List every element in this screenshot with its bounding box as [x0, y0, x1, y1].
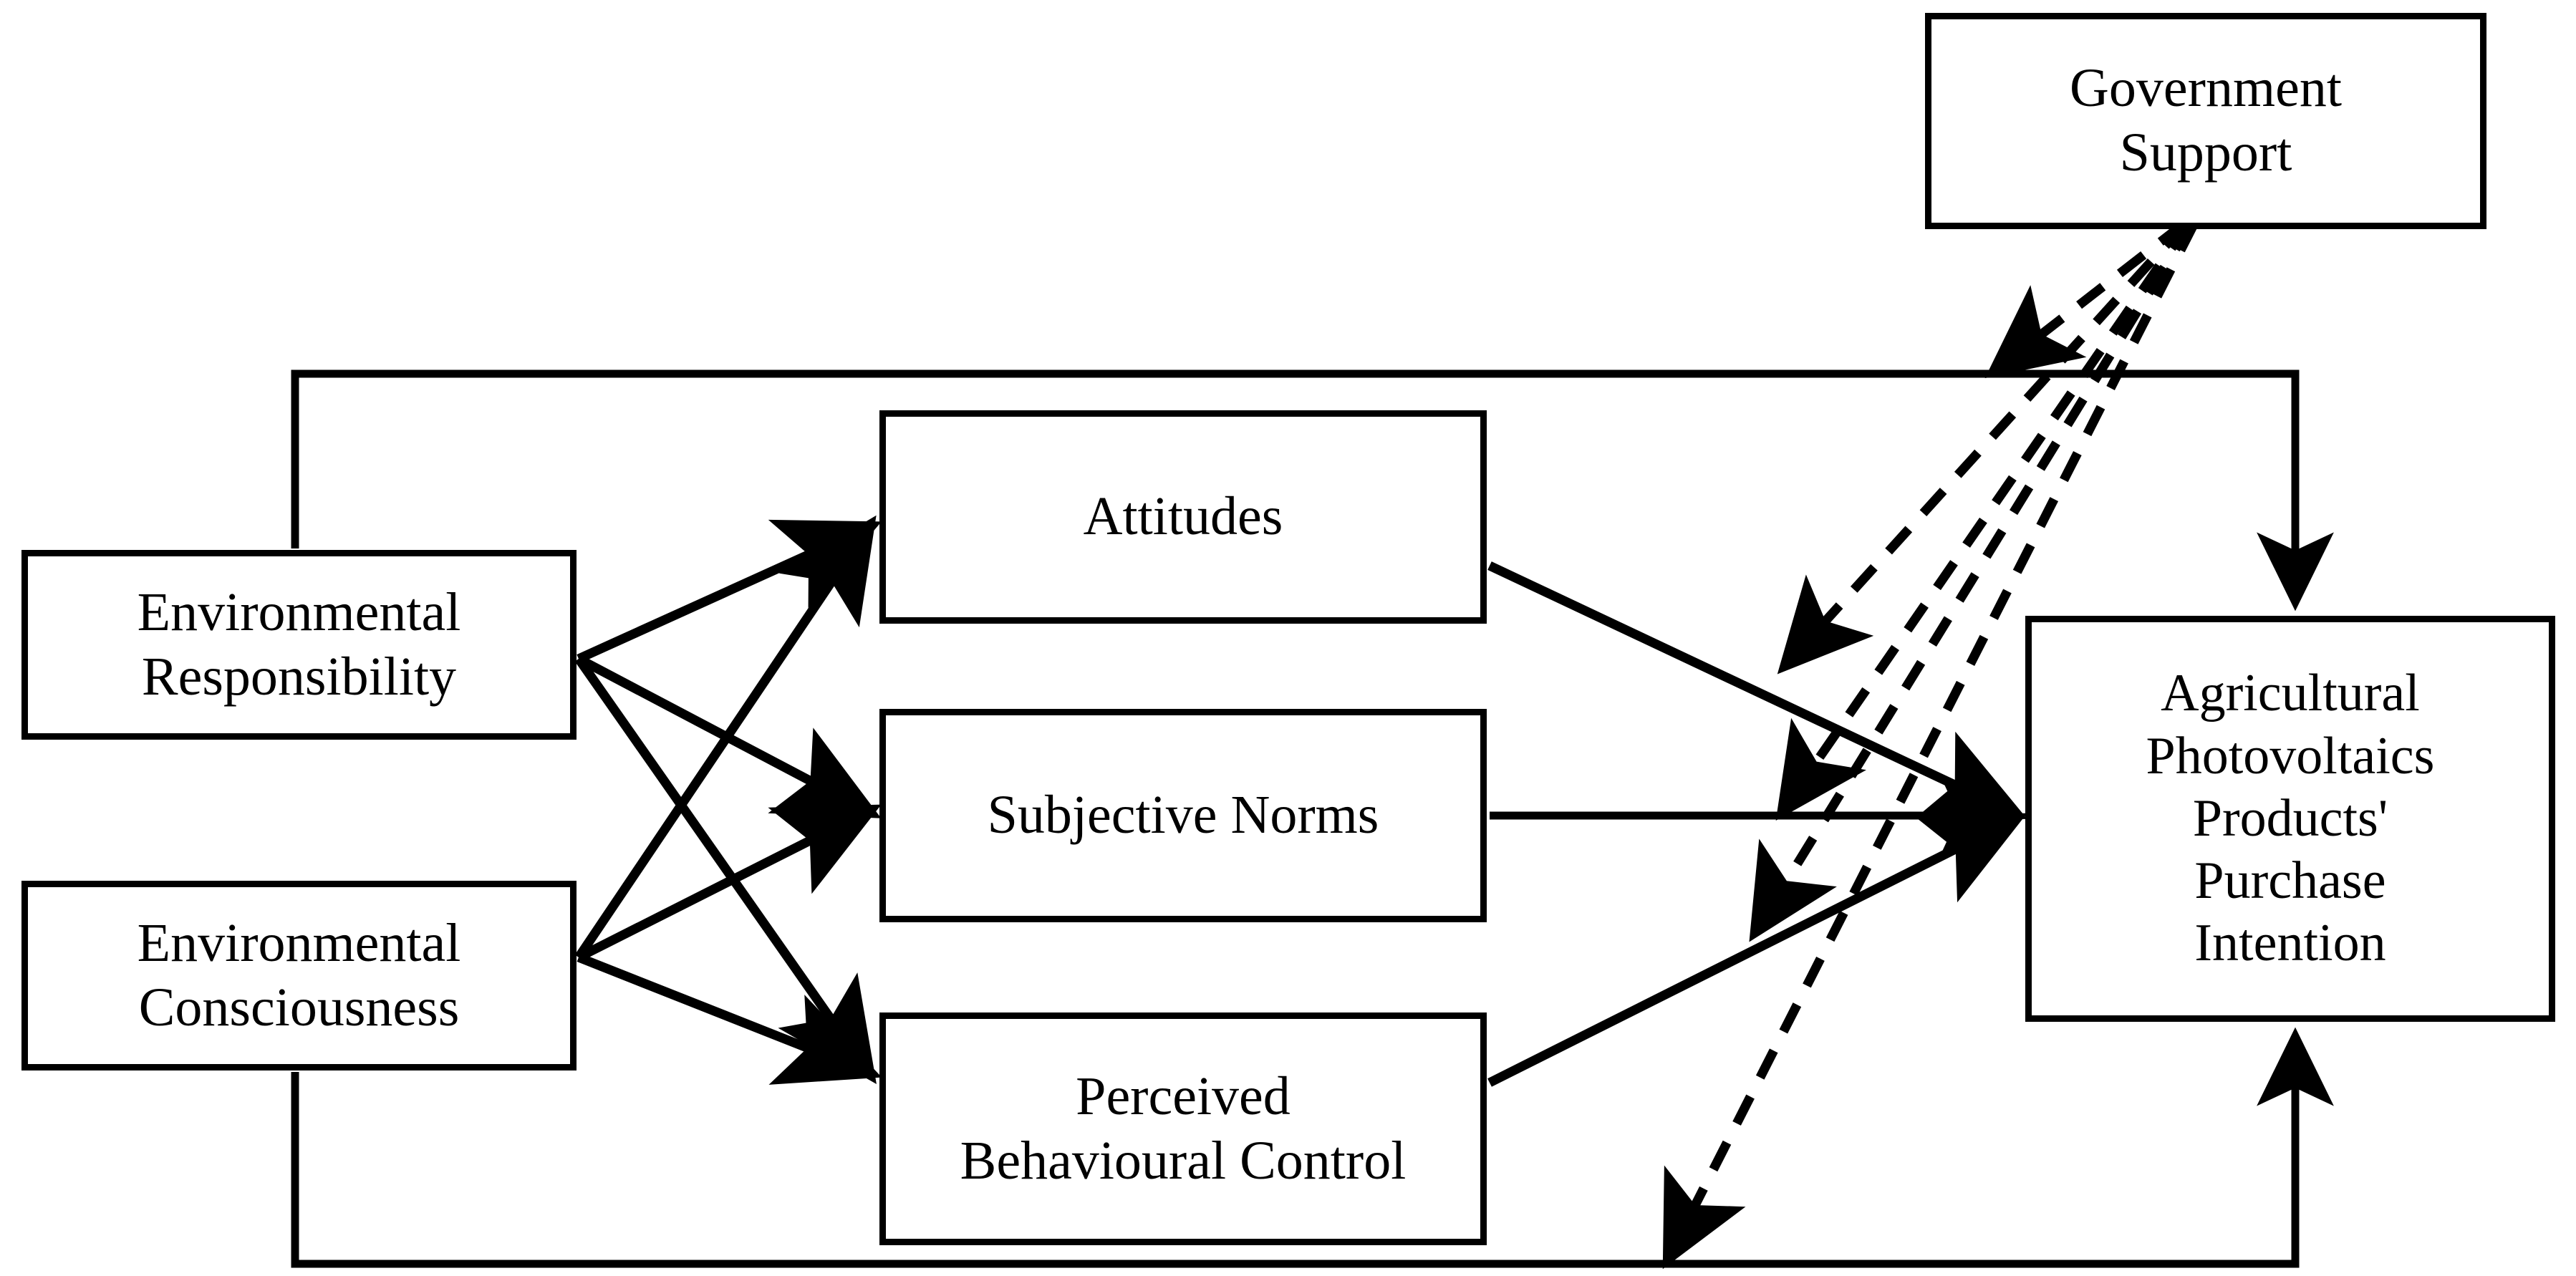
node-perceived-behavioural-control[interactable]: Perceived Behavioural Control [879, 1012, 1487, 1245]
edge-env-consciousness-to-perceived-behavioural-control [577, 952, 882, 1085]
edge-env-responsibility-to-purchase-intention-bracket [291, 369, 2334, 612]
node-government-support[interactable]: Government Support [1925, 13, 2486, 229]
node-purchase-intention[interactable]: Agricultural Photovoltaics Products' Pur… [2025, 616, 2555, 1022]
edge-government-support-moderates-env-responsibility-path [1984, 219, 2187, 379]
edge-env-consciousness-to-subjective-norms [577, 804, 882, 962]
node-environmental-consciousness-label: Environmental Consciousness [137, 912, 461, 1038]
edge-perceived-behavioural-control-to-purchase-intention [1487, 813, 2027, 1087]
node-government-support-label: Government Support [2070, 58, 2342, 183]
node-environmental-consciousness[interactable]: Environmental Consciousness [21, 881, 577, 1070]
edge-government-support-moderates-attitudes-path [1777, 220, 2189, 675]
edge-government-support-moderates-subjective-norms-path [1775, 221, 2193, 821]
node-attitudes-label: Attitudes [1083, 486, 1283, 547]
node-subjective-norms-label: Subjective Norms [987, 785, 1379, 846]
edge-attitudes-to-purchase-intention [1487, 561, 2027, 820]
node-attitudes[interactable]: Attitudes [879, 410, 1487, 624]
node-subjective-norms[interactable]: Subjective Norms [879, 709, 1487, 922]
node-environmental-responsibility-label: Environmental Responsibility [137, 581, 461, 707]
node-environmental-responsibility[interactable]: Environmental Responsibility [21, 550, 577, 740]
edge-government-support-moderates-env-consciousness-path [1662, 221, 2199, 1270]
edge-government-support-moderates-perceived-behavioural-control-path [1749, 221, 2196, 942]
node-perceived-behavioural-control-label: Perceived Behavioural Control [960, 1065, 1407, 1191]
edge-env-consciousness-to-attitudes [574, 515, 877, 960]
node-purchase-intention-label: Agricultural Photovoltaics Products' Pur… [2146, 664, 2435, 973]
edge-env-consciousness-to-purchase-intention-bracket [291, 1027, 2334, 1268]
